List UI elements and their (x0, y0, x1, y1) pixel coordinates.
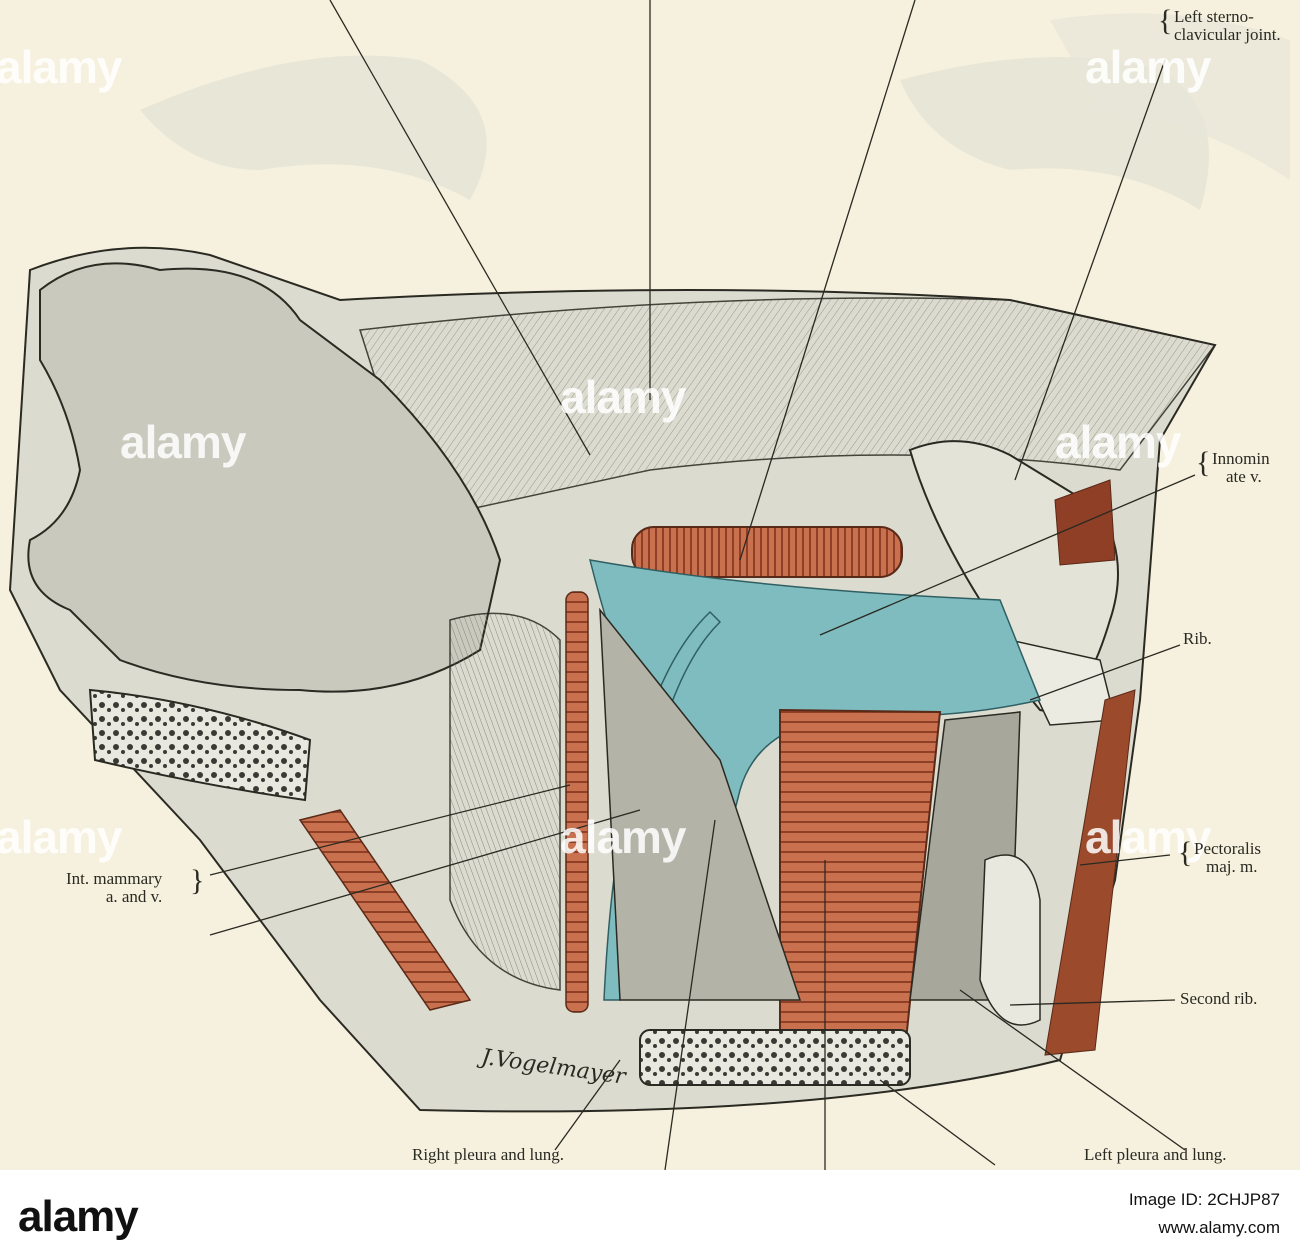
brace: { (1158, 4, 1173, 37)
site-url: www.alamy.com (1158, 1218, 1280, 1237)
label-right-pleura: Right pleura and lung. (412, 1145, 565, 1164)
int-mammary-artery (565, 591, 589, 1013)
image-id: Image ID: 2CHJP87 (1128, 1190, 1280, 1209)
sternum-section (88, 688, 312, 802)
manubrium (27, 262, 502, 693)
watermark: alamy (560, 811, 686, 863)
stock-footer: alamy Image ID: 2CHJP87 www.alamy.com (0, 1170, 1300, 1258)
label-sternoclavicular-joint: Left sterno- clavicular joint. (1174, 7, 1281, 44)
left-muscle-strip (298, 809, 472, 1011)
label-innominate-vein: Innomin ate v. (1212, 449, 1270, 486)
label-int-mammary: Int. mammary a. and v. (66, 869, 163, 906)
second-sternebra-section (639, 1029, 911, 1086)
label-left-pleura: Left pleura and lung. (1084, 1145, 1227, 1164)
label-rib: Rib. (1183, 629, 1212, 648)
brace: { (1196, 446, 1211, 479)
background-fold (140, 55, 487, 200)
brace: { (1178, 836, 1193, 869)
watermark: alamy (0, 811, 122, 863)
watermark: alamy (1055, 416, 1181, 468)
watermark: alamy (1085, 811, 1211, 863)
label-pectoralis: Pectoralis maj. m. (1194, 839, 1262, 876)
anatomical-plate: J.Vogelmayer alamy alamy alamy alamy ala… (0, 0, 1300, 1170)
watermark: alamy (120, 416, 246, 468)
alamy-logo: alamy (18, 1192, 139, 1241)
anatomy-illustration: J.Vogelmayer (8, 0, 1290, 1170)
watermark: alamy (0, 41, 122, 93)
label-second-rib: Second rib. (1180, 989, 1258, 1008)
background-fold (1050, 13, 1290, 181)
pectoralis-major-lower (1044, 689, 1136, 1056)
watermark: alamy (1085, 41, 1211, 93)
sternohyoid-muscle (631, 526, 903, 578)
right-pleura-region (599, 607, 802, 1001)
brace: } (190, 864, 205, 897)
watermark: alamy (560, 371, 686, 423)
second-rib (979, 854, 1041, 1026)
leader-lines (209, 0, 1196, 1170)
